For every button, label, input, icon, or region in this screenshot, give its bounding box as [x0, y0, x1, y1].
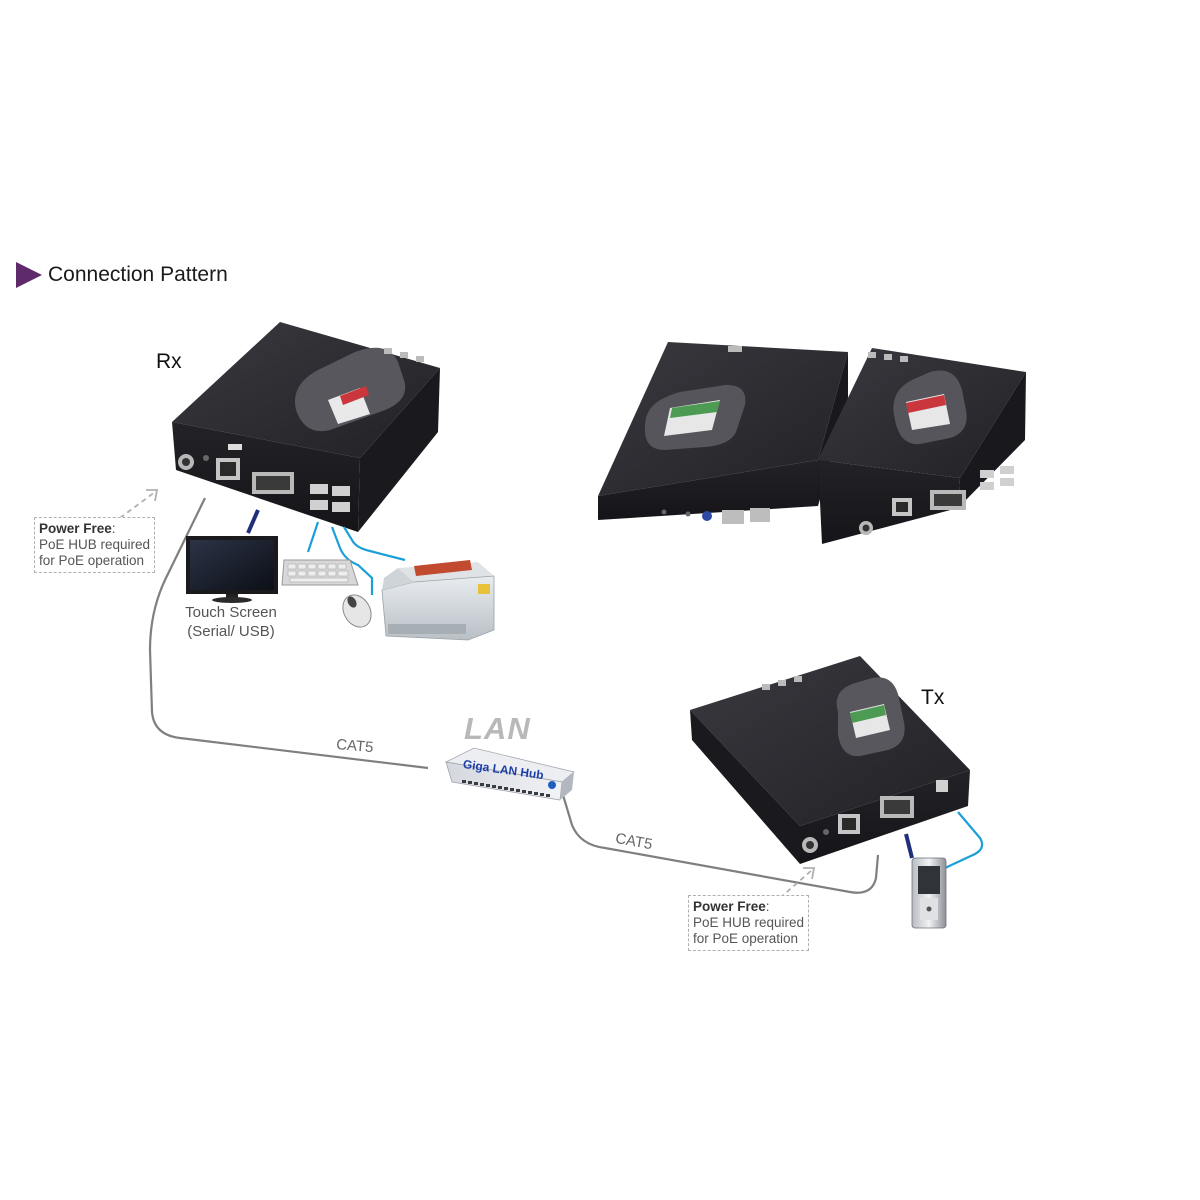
power-note-rx: Power Free: PoE HUB required for PoE ope…: [34, 517, 156, 573]
power-note-tx-title: Power Free: [693, 899, 766, 914]
tx-video-cable: [904, 833, 914, 859]
touch-screen-caption: Touch Screen (Serial/ USB): [172, 603, 290, 641]
heading-text: Connection Pattern: [48, 263, 228, 286]
rx-usb-cable-keyboard: [306, 521, 320, 553]
pc-tower-icon: [911, 857, 947, 929]
tx-label: Tx: [921, 686, 945, 709]
rx-unit: [172, 322, 440, 532]
lan-label: LAN: [464, 711, 531, 746]
touch-screen-line2: (Serial/ USB): [187, 623, 275, 640]
touch-screen-line1: Touch Screen: [185, 604, 277, 621]
mouse-icon: [342, 594, 372, 628]
power-note-rx-title: Power Free: [39, 521, 112, 536]
printer-icon: [381, 560, 495, 641]
power-note-rx-line2: PoE HUB required: [39, 537, 151, 552]
product-photo-back: [598, 342, 848, 524]
tx-usb-port: [936, 780, 948, 792]
rx-label: Rx: [156, 350, 182, 373]
power-note-tx: Power Free: PoE HUB required for PoE ope…: [688, 895, 810, 951]
tx-usb-cable: [944, 811, 984, 869]
cat5-cable-right: [558, 784, 880, 894]
product-photo-front: [818, 348, 1026, 544]
section-heading: Connection Pattern: [16, 261, 228, 289]
triangle-right-icon: [16, 262, 42, 288]
poe-arrow-right: [779, 869, 813, 899]
power-note-tx-line2: PoE HUB required: [693, 915, 805, 930]
keyboard-icon: [281, 559, 359, 586]
rx-video-cable: [246, 509, 260, 534]
poe-arrow-left: [119, 491, 156, 519]
power-note-tx-line3: for PoE operation: [693, 931, 799, 946]
rx-usb-cable-mouse: [330, 526, 374, 595]
cat5-label-left: CAT5: [335, 736, 375, 757]
tx-unit: [690, 656, 970, 864]
monitor-icon: [186, 536, 278, 603]
cat5-cable-left: [148, 497, 429, 770]
network-switch-icon: [444, 747, 575, 801]
power-note-rx-line3: for PoE operation: [39, 553, 145, 568]
rx-usb-cable-printer: [343, 526, 406, 562]
